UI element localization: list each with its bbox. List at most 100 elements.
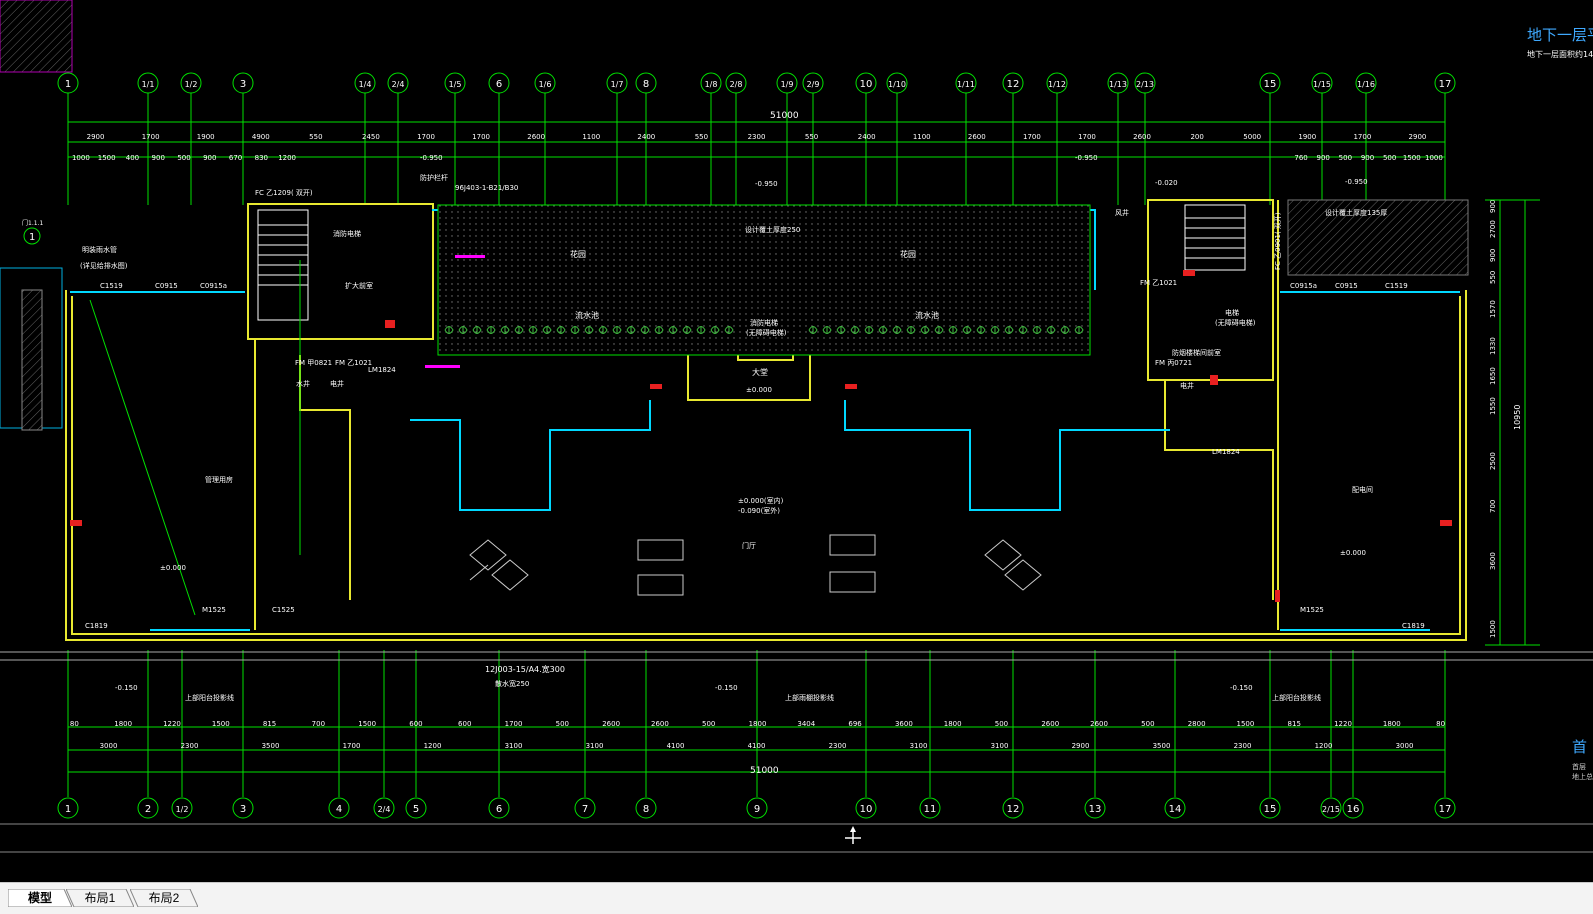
dimension-value: 1900 [1298, 133, 1316, 141]
dimension-value: 80 [1436, 720, 1445, 728]
axis-bubble [886, 72, 908, 94]
tab-layout2-shape [130, 889, 198, 907]
axis-bubble [1134, 72, 1156, 94]
axis-label-top: 1/8 [705, 80, 718, 89]
shrub [570, 326, 580, 334]
garden-right-label: 花园 [900, 249, 916, 259]
dimension-lines [0, 121, 1593, 773]
axis-bubble [606, 72, 628, 94]
axis-label-bottom: 15 [1264, 804, 1277, 815]
tab-layout2[interactable]: 布局2 [130, 889, 198, 907]
axis-bubble [635, 72, 657, 94]
tab-layout1[interactable]: 布局1 [66, 889, 134, 907]
shrub [920, 326, 930, 334]
elec-shaft-right-label: 电井 [1180, 381, 1194, 390]
shrub [710, 326, 720, 334]
dimension-value: 1700 [343, 742, 361, 750]
axis-bubble [137, 797, 159, 819]
axis-bubble [574, 797, 596, 819]
window-c0915b-right: C0915 [1335, 282, 1358, 290]
axis-label-top: 3 [240, 79, 246, 90]
shrub [808, 326, 818, 334]
axis-label-top: 1/12 [1048, 80, 1066, 89]
tab-layout1-shape [66, 889, 134, 907]
axis-bubble [57, 797, 79, 819]
tab-model[interactable]: 模型 [8, 889, 72, 907]
dimension-value: 1500 [98, 154, 116, 162]
dimension-value: 1220 [163, 720, 181, 728]
axis-bubble [919, 797, 941, 819]
outdoor-elevation-left: -0.150 [115, 684, 138, 692]
dimension-value: 700 [312, 720, 325, 728]
shrub [584, 326, 594, 334]
dimension-value: 2900 [1409, 133, 1427, 141]
axis-bubble [955, 72, 977, 94]
dimension-value: 1220 [1334, 720, 1352, 728]
dimension-value: 1000 [1425, 154, 1443, 162]
axis-label-top: 12 [1007, 79, 1020, 90]
right-elevation: ±0.000 [1340, 549, 1366, 557]
elevator-right-note: (无障碍电梯) [1215, 318, 1256, 327]
shrub [934, 326, 944, 334]
dimension-value: 2300 [1234, 742, 1252, 750]
left-edge-detail [0, 0, 73, 431]
dimension-value: 500 [556, 720, 569, 728]
magenta-markers [425, 255, 485, 368]
shrub [500, 326, 510, 334]
slope-note: 12J003-15/A4.宽300 [485, 664, 565, 674]
axis-label-bottom: 17 [1439, 804, 1452, 815]
axis-bubble [1259, 797, 1281, 819]
dimension-value: 3500 [262, 742, 280, 750]
dimension-value: 2300 [748, 133, 766, 141]
tab-model-shape [8, 889, 72, 907]
axis-label-bottom: 14 [1169, 804, 1182, 815]
sheet-subtitle-2-line1: 首层 [1572, 763, 1586, 771]
left-axis-label: 1 [29, 232, 35, 243]
dimension-value: 600 [458, 720, 471, 728]
shrub [850, 326, 860, 334]
left-room-label: 管理用房 [205, 475, 233, 484]
sheet-title: 地下一层平 [1527, 26, 1593, 44]
fire-elevator-label: 消防电梯 [750, 318, 778, 327]
stair-front-label: 防烟楼梯间前室 [1172, 348, 1221, 357]
lobby-elevation: ±0.000 [746, 386, 772, 394]
dimension-value: 1700 [505, 720, 523, 728]
door-fm-d: FM 丙0721 [1155, 359, 1192, 367]
axis-label-top: 15 [1264, 79, 1277, 90]
tab-layout2-label: 布局2 [148, 891, 180, 905]
dimension-value: 815 [263, 720, 276, 728]
door-fm-a: FM 甲0821 [295, 359, 332, 367]
dimension-value: 4900 [252, 133, 270, 141]
sheet-subtitle-2: 首层 地上总 [1572, 762, 1593, 782]
dimension-value: 1700 [472, 133, 490, 141]
axis-bubble [534, 72, 556, 94]
overall-bottom-dim: 51000 [750, 766, 779, 776]
shrub [1032, 326, 1042, 334]
axis-bubble [232, 797, 254, 819]
right-dimension-value: 900 [1489, 200, 1497, 213]
shrub [1074, 326, 1084, 334]
axis-label-bottom: 8 [643, 804, 649, 815]
dimension-value: 1800 [749, 720, 767, 728]
dimension-value: 1500 [1403, 154, 1421, 162]
dimension-value: 1700 [1353, 133, 1371, 141]
axis-label-bottom: 10 [860, 804, 873, 815]
dimension-value: 1700 [1023, 133, 1041, 141]
top-elevation-c: -0.950 [1075, 154, 1098, 162]
expand-label: 扩大前室 [345, 281, 373, 290]
stair-right [1184, 204, 1246, 271]
window-c1519-right: C1519 [1385, 282, 1408, 290]
axis-bubble [855, 797, 877, 819]
axis-label-top: 1/13 [1109, 80, 1127, 89]
shrub [444, 326, 454, 334]
shrub [1018, 326, 1028, 334]
window-c1519-left: C1519 [100, 282, 123, 290]
axis-bubble [488, 797, 510, 819]
shrub [458, 326, 468, 334]
dimension-value: 2300 [829, 742, 847, 750]
dimension-value: 900 [203, 154, 216, 162]
